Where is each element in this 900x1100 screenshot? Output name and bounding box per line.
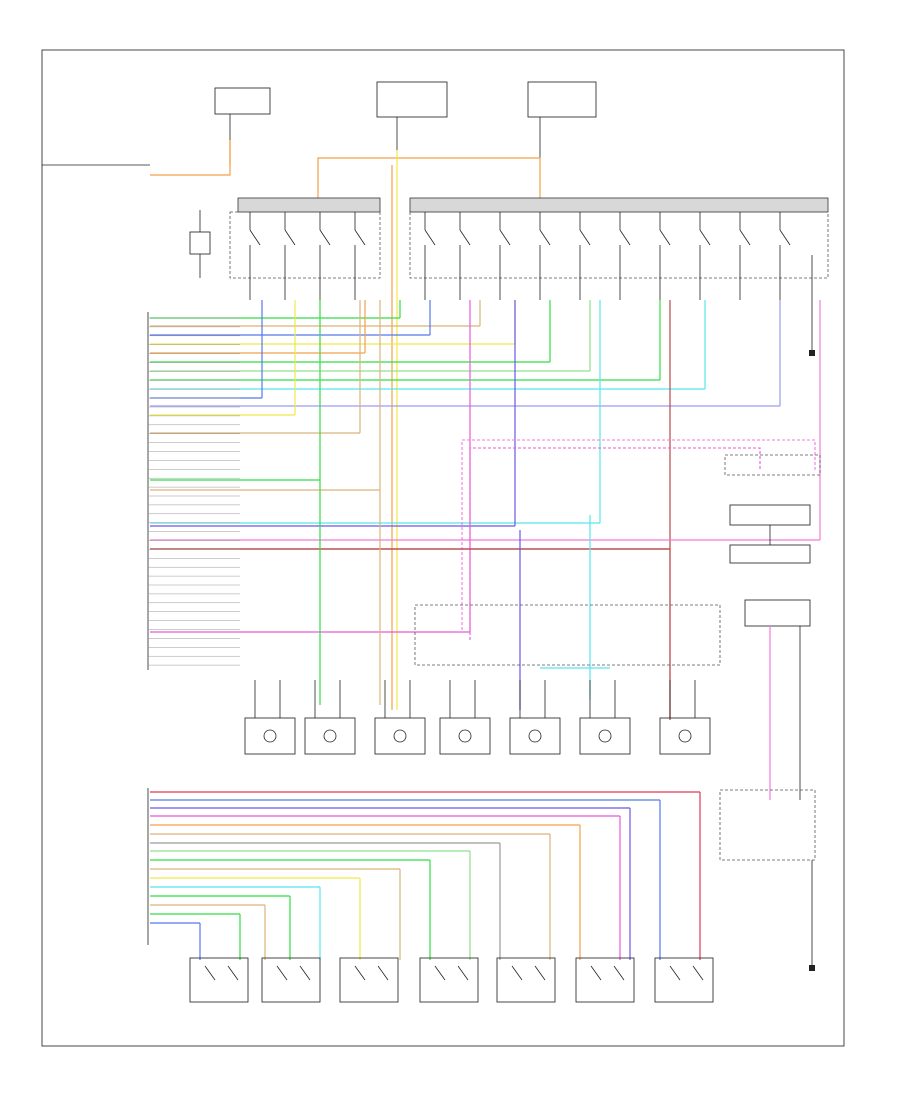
seat-switch-arm-a-s6 xyxy=(590,965,602,981)
relay-arm-8 xyxy=(579,229,591,246)
seat-switch-s5 xyxy=(496,957,556,1003)
relay-arm-4 xyxy=(424,229,436,246)
left-connector xyxy=(147,312,240,670)
relay-arm-5 xyxy=(459,229,471,246)
relay-block-right xyxy=(409,197,829,279)
seat-motor-m4 xyxy=(439,717,491,755)
seat-motor-m3 xyxy=(374,717,426,755)
diode-pack-left xyxy=(189,210,211,278)
ground-top-right xyxy=(809,255,815,356)
seat-motor-symbol-m6 xyxy=(598,729,612,743)
seat-switch-arm-b-s3 xyxy=(377,965,389,981)
relay-arm-1 xyxy=(284,229,296,246)
seat-switch-s2 xyxy=(261,957,321,1003)
seat-motor-row xyxy=(244,604,721,755)
relay-arm-13 xyxy=(779,229,791,246)
seat-switch-s6 xyxy=(575,957,635,1003)
seat-switch-arm-b-s5 xyxy=(534,965,546,981)
memory-module-right xyxy=(724,454,821,800)
relay-block-left xyxy=(229,197,381,279)
relay-arm-2 xyxy=(319,229,331,246)
seat-switch-arm-a-s2 xyxy=(276,965,288,981)
seat-switch-arm-b-s4 xyxy=(457,965,469,981)
wire-magenta-loop xyxy=(469,447,761,640)
seat-switch-arm-a-s3 xyxy=(354,965,366,981)
seat-motor-m1 xyxy=(244,717,296,755)
seat-switch-arm-b-s6 xyxy=(613,965,625,981)
seat-switch-s7 xyxy=(654,957,714,1003)
relay-arm-0 xyxy=(249,229,261,246)
seat-motor-symbol-m3 xyxy=(393,729,407,743)
relay-arm-7 xyxy=(539,229,551,246)
relay-arm-12 xyxy=(739,229,751,246)
relay-arm-10 xyxy=(659,229,671,246)
seat-motor-m6 xyxy=(579,717,631,755)
seat-motor-symbol-m5 xyxy=(528,729,542,743)
seat-switch-row xyxy=(189,957,714,1003)
fuse-box-right xyxy=(527,81,597,165)
seat-switch-arm-a-s4 xyxy=(434,965,446,981)
seat-motor-symbol-m4 xyxy=(458,729,472,743)
seat-switch-arm-b-s2 xyxy=(299,965,311,981)
memory-switch-right xyxy=(719,789,816,971)
relay-arm-11 xyxy=(699,229,711,246)
fuse-box-center xyxy=(376,81,448,150)
seat-motor-m7 xyxy=(659,717,711,755)
seat-switch-arm-a-s5 xyxy=(511,965,523,981)
seat-switch-arm-b-s7 xyxy=(692,965,704,981)
relay-arm-3 xyxy=(354,229,366,246)
seat-motor-m5 xyxy=(509,717,561,755)
seat-motor-symbol-m7 xyxy=(678,729,692,743)
seat-switch-arm-a-s7 xyxy=(669,965,681,981)
seat-motor-symbol-m2 xyxy=(323,729,337,743)
seat-switch-arm-b-s1 xyxy=(227,965,239,981)
seat-switch-s1 xyxy=(189,957,249,1003)
fuse-box-left xyxy=(214,87,271,165)
seat-motor-symbol-m1 xyxy=(263,729,277,743)
seat-switch-s3 xyxy=(339,957,399,1003)
relay-contacts xyxy=(249,212,791,300)
seat-switch-s4 xyxy=(419,957,479,1003)
colored-wires xyxy=(147,300,821,960)
relay-arm-9 xyxy=(619,229,631,246)
seat-motor-m2 xyxy=(304,717,356,755)
module-dashed-region xyxy=(414,604,721,666)
seat-switch-arm-a-s1 xyxy=(204,965,216,981)
relay-arm-6 xyxy=(499,229,511,246)
diagram-frame xyxy=(41,49,845,1047)
